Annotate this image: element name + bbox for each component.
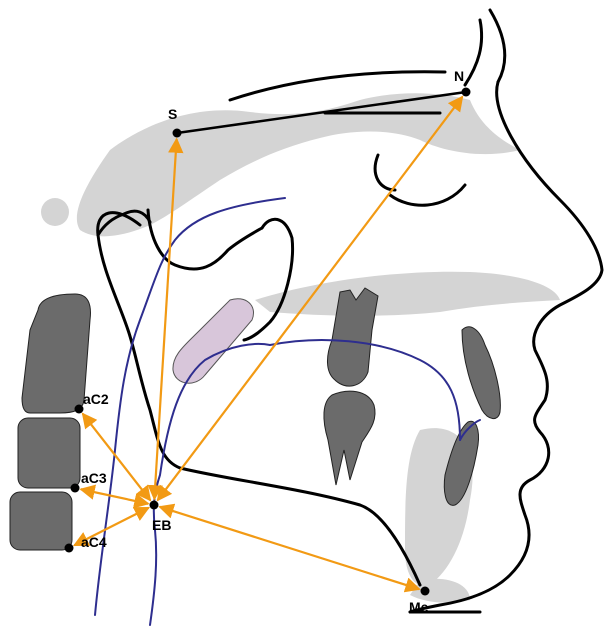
upper-incisor bbox=[462, 327, 500, 419]
landmark-point-ac3 bbox=[71, 484, 80, 493]
landmark-point-s bbox=[173, 129, 182, 138]
landmark-point-ac4 bbox=[65, 544, 74, 553]
anterior-airway-wall bbox=[150, 344, 270, 625]
landmark-label-n: N bbox=[454, 68, 464, 84]
eye-brow bbox=[375, 155, 395, 190]
mandible-ramus bbox=[98, 213, 420, 585]
landmark-label-ac2: aC2 bbox=[83, 391, 109, 407]
orbit-line bbox=[390, 185, 465, 205]
vertebra-c3 bbox=[18, 418, 80, 488]
condyle-notch bbox=[148, 210, 262, 269]
landmark-label-ac3: aC3 bbox=[81, 470, 107, 486]
cervical-vertebrae bbox=[10, 294, 90, 550]
vertebra-c2 bbox=[22, 294, 90, 413]
occipital-shadow bbox=[41, 198, 69, 226]
coronoid-process bbox=[244, 219, 293, 340]
landmark-point-eb bbox=[150, 501, 159, 510]
landmark-label-me: Me bbox=[409, 599, 429, 615]
landmark-label-eb: EB bbox=[152, 517, 171, 533]
vertebra-c4 bbox=[10, 492, 72, 550]
hyoid-bone bbox=[173, 299, 254, 384]
nasal-bone bbox=[465, 20, 482, 85]
landmark-label-ac4: aC4 bbox=[81, 534, 107, 550]
landmark-label-s: S bbox=[168, 106, 177, 122]
landmark-point-n bbox=[462, 88, 471, 97]
arrow-eb-ac3 bbox=[81, 489, 148, 503]
forehead-skin bbox=[490, 10, 505, 82]
landmark-point-me bbox=[421, 587, 430, 596]
posterior-pharyngeal-wall bbox=[95, 198, 285, 615]
lower-molar bbox=[324, 391, 375, 485]
